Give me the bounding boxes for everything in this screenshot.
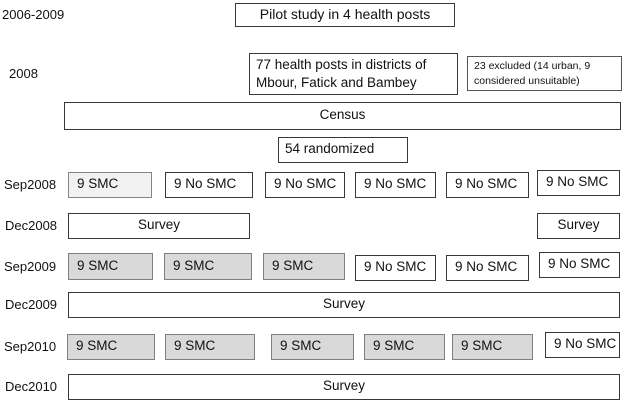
survey-box: Survey [68, 374, 620, 400]
timeline-label-sep2008: Sep2008 [4, 177, 57, 192]
health-posts-line1: 77 health posts in districts of [256, 56, 427, 72]
smc-cell: 9 SMC [67, 334, 155, 360]
excluded-line2: considered unsuitable) [474, 74, 580, 87]
smc-cell: 9 SMC [364, 334, 445, 360]
health-posts-line2: Mbour, Fatick and Bambey [256, 75, 417, 90]
no-smc-cell: 9 No SMC [537, 170, 620, 196]
randomized-box: 54 randomized [278, 137, 408, 163]
survey-box: Survey [68, 292, 620, 318]
smc-cell: 9 SMC [452, 334, 533, 360]
census-box: Census [64, 102, 621, 130]
timeline-label-dec2010: Dec2010 [5, 379, 58, 394]
timeline-label-2006-2009: 2006-2009 [2, 7, 65, 22]
smc-cell: 9 SMC [68, 172, 152, 198]
excluded-line1: 23 excluded (14 urban, 9 [474, 60, 591, 73]
survey-box: Survey [68, 213, 250, 239]
pilot-study-box: Pilot study in 4 health posts [235, 3, 455, 27]
timeline-label-sep2010: Sep2010 [4, 339, 57, 354]
no-smc-cell: 9 No SMC [165, 172, 253, 198]
smc-cell: 9 SMC [263, 253, 345, 280]
smc-cell: 9 SMC [165, 334, 255, 360]
timeline-label-dec2008: Dec2008 [5, 218, 58, 233]
no-smc-cell: 9 No SMC [446, 172, 529, 198]
no-smc-cell: 9 No SMC [355, 255, 436, 281]
timeline-label-sep2009: Sep2009 [4, 259, 57, 274]
no-smc-cell: 9 No SMC [539, 252, 620, 278]
smc-cell: 9 SMC [271, 334, 354, 360]
excluded-box: 23 excluded (14 urban, 9 considered unsu… [467, 56, 622, 91]
timeline-label-2008: 2008 [9, 66, 38, 81]
survey-box: Survey [537, 213, 620, 239]
smc-cell: 9 SMC [164, 253, 252, 280]
no-smc-cell: 9 No SMC [355, 172, 436, 198]
smc-cell: 9 SMC [68, 253, 153, 280]
health-posts-box: 77 health posts in districts of Mbour, F… [249, 53, 458, 95]
no-smc-cell: 9 No SMC [446, 255, 529, 281]
no-smc-cell: 9 No SMC [545, 332, 620, 358]
no-smc-cell: 9 No SMC [265, 172, 345, 198]
timeline-label-dec2009: Dec2009 [5, 297, 58, 312]
